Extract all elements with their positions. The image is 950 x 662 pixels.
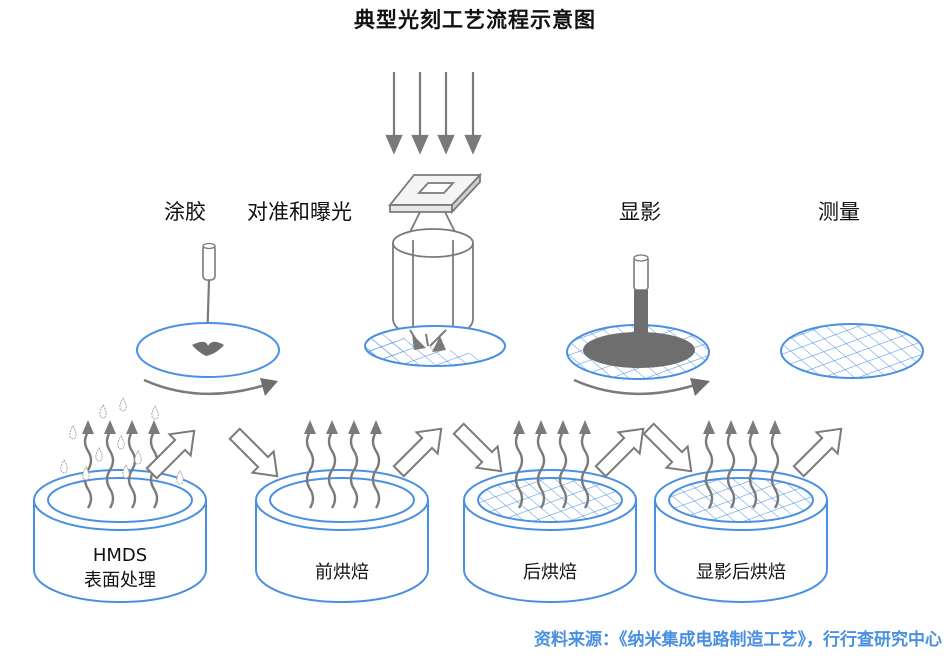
diagram-title: 典型光刻工艺流程示意图 xyxy=(354,8,596,32)
droplet-icon xyxy=(122,464,130,479)
bake-label-hmds-line2: 表面处理 xyxy=(84,570,156,591)
bake-label-hmds-line1: HMDS xyxy=(92,545,148,566)
heat-wave xyxy=(770,431,780,509)
heat-wave-arrowhead xyxy=(148,420,160,434)
heat-wave xyxy=(327,431,337,509)
heat-wave xyxy=(349,431,359,509)
flow-arrow-up xyxy=(392,427,443,478)
heat-wave-arrowhead xyxy=(326,420,338,434)
flow-arrow-down xyxy=(642,422,693,473)
heat-wave-arrowhead xyxy=(557,420,569,434)
heat-wave-arrowhead xyxy=(769,420,781,434)
hmds-droplets xyxy=(60,397,184,485)
heat-wave-arrowhead xyxy=(304,420,316,434)
flow-arrows xyxy=(145,422,843,480)
droplet-icon xyxy=(151,405,159,420)
heat-wave xyxy=(558,431,568,509)
source-citation: 资料来源：《纳米集成电路制造工艺》，行行查研究中心 xyxy=(534,630,942,650)
step-label-exposure: 对准和曝光 xyxy=(247,200,352,224)
prebake-dish xyxy=(255,469,429,603)
bake-label-devbake: 显影后烘焙 xyxy=(696,562,786,583)
bake-label-postbake: 后烘焙 xyxy=(523,562,577,583)
heat-wave xyxy=(536,431,546,509)
heat-wave xyxy=(127,431,137,509)
hmds-dish xyxy=(33,469,207,603)
flow-arrow-down xyxy=(452,422,503,473)
heat-wave xyxy=(580,431,590,509)
photomask xyxy=(388,172,483,215)
projection-lens xyxy=(392,211,474,331)
heat-wave xyxy=(704,431,714,509)
bake-label-prebake: 前烘焙 xyxy=(315,562,369,583)
heat-waves xyxy=(82,420,781,509)
step-label-develop: 显影 xyxy=(619,200,661,224)
measure-wafer xyxy=(780,323,924,379)
step-label-measure: 测量 xyxy=(818,200,860,224)
droplet-icon xyxy=(119,397,127,412)
heat-wave xyxy=(726,431,736,509)
heat-wave-arrowhead xyxy=(725,420,737,434)
flow-arrow-up xyxy=(594,427,645,478)
heat-wave-arrowhead xyxy=(703,420,715,434)
exposure-wafer xyxy=(364,325,506,367)
heat-wave xyxy=(371,431,381,509)
droplet-icon xyxy=(82,466,90,481)
heat-wave xyxy=(305,431,315,509)
bake-label-hmds: HMDS 表面处理 xyxy=(60,545,180,592)
devbake-dish xyxy=(654,469,828,603)
flow-arrow-up xyxy=(792,427,843,478)
heat-wave-arrowhead xyxy=(579,420,591,434)
flow-arrow-up xyxy=(145,429,196,480)
droplet-icon xyxy=(134,450,142,465)
heat-wave-arrowhead xyxy=(370,420,382,434)
step-label-coating: 涂胶 xyxy=(164,200,206,224)
droplet-icon xyxy=(95,447,103,462)
coating-station xyxy=(136,242,280,396)
light-rays xyxy=(385,72,482,155)
droplet-icon xyxy=(60,459,68,474)
droplet-icon xyxy=(176,470,184,485)
heat-wave-arrowhead xyxy=(82,420,94,434)
heat-wave-arrowhead xyxy=(126,420,138,434)
heat-wave-arrowhead xyxy=(747,420,759,434)
heat-wave-arrowhead xyxy=(535,420,547,434)
heat-wave xyxy=(514,431,524,509)
droplet-icon xyxy=(99,404,107,419)
flow-arrow-down xyxy=(228,427,279,478)
heat-wave-arrowhead xyxy=(513,420,525,434)
droplet-icon xyxy=(117,435,125,450)
heat-wave xyxy=(748,431,758,509)
droplet-icon xyxy=(69,425,77,440)
heat-wave-arrowhead xyxy=(104,420,116,434)
develop-station xyxy=(566,254,710,396)
heat-wave xyxy=(105,431,115,509)
heat-wave-arrowhead xyxy=(348,420,360,434)
